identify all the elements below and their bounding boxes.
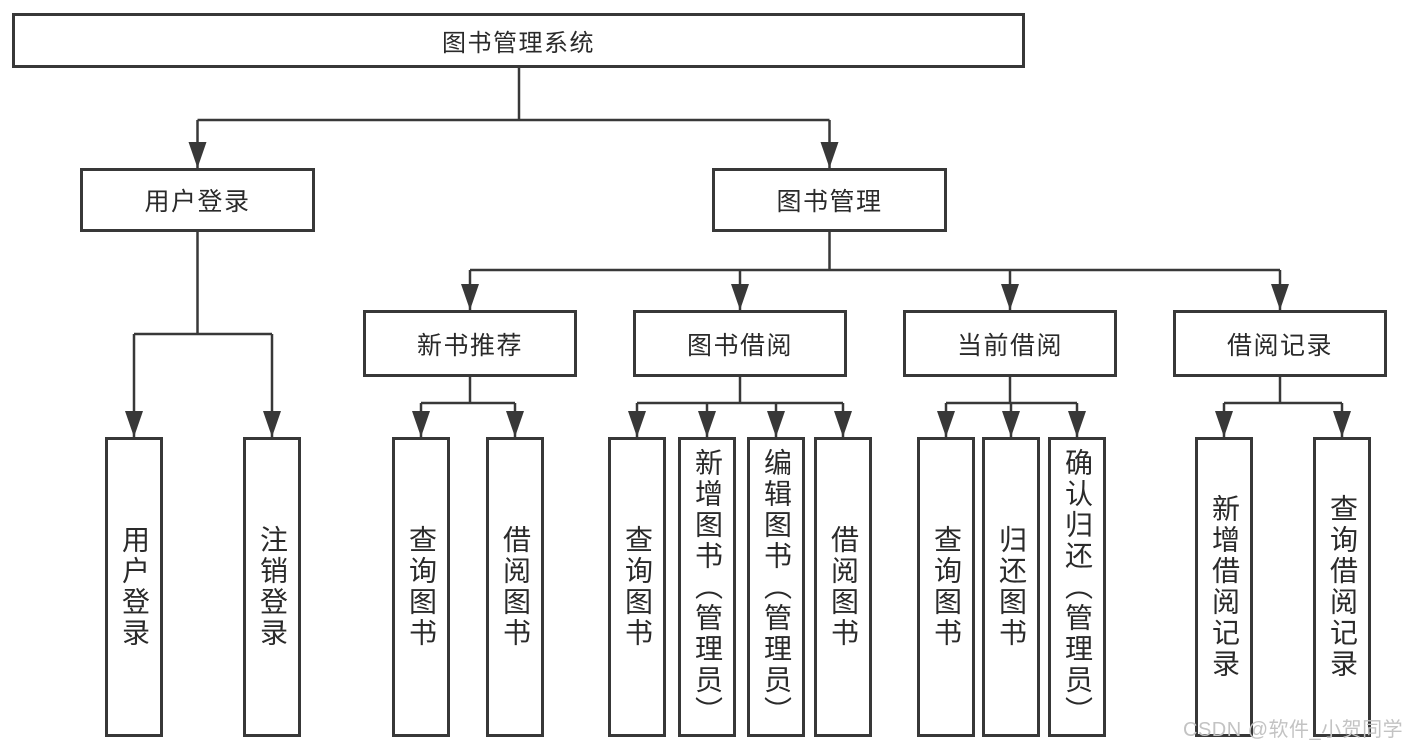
node-library-management-system: 图书管理系统 — [12, 13, 1025, 68]
leaf-label: 注销登录 — [257, 525, 288, 649]
leaf-label: 用户登录 — [119, 525, 150, 649]
node-label: 用户登录 — [144, 188, 251, 216]
csdn-watermark: CSDN @软件_小贺同学 — [1183, 719, 1404, 741]
node-label: 图书借阅 — [686, 331, 793, 360]
leaf-borrowing-edit-books-admin: 编辑图书（管理员） — [747, 437, 805, 737]
leaf-label: 编辑图书（管理员） — [761, 447, 792, 727]
leaf-label: 查询图书 — [406, 525, 437, 649]
leaf-label: 查询图书 — [622, 525, 653, 649]
node-book-borrowing: 图书借阅 — [633, 310, 847, 377]
leaf-current-query-books: 查询图书 — [917, 437, 975, 737]
node-borrowing-records: 借阅记录 — [1173, 310, 1387, 377]
node-current-borrowing: 当前借阅 — [903, 310, 1117, 377]
leaf-label: 查询借阅记录 — [1327, 494, 1358, 680]
leaf-current-return-books: 归还图书 — [982, 437, 1040, 737]
leaf-user-login: 用户登录 — [105, 437, 163, 737]
leaf-borrowing-borrow-books: 借阅图书 — [814, 437, 872, 737]
leaf-current-confirm-return-admin: 确认归还（管理员） — [1048, 437, 1106, 737]
leaf-label: 归还图书 — [996, 525, 1027, 649]
leaf-recommend-borrow-books: 借阅图书 — [486, 437, 544, 737]
leaf-label: 借阅图书 — [500, 525, 531, 649]
node-new-book-recommendation: 新书推荐 — [363, 310, 577, 377]
leaf-label: 查询图书 — [931, 525, 962, 649]
node-label: 当前借阅 — [956, 331, 1063, 360]
leaf-logout: 注销登录 — [243, 437, 301, 737]
node-label: 图书管理系统 — [442, 30, 595, 57]
leaf-label: 确认归还（管理员） — [1062, 447, 1093, 727]
node-label: 借阅记录 — [1226, 331, 1333, 360]
leaf-label: 新增借阅记录 — [1209, 494, 1240, 680]
leaf-records-add-borrow-record: 新增借阅记录 — [1195, 437, 1253, 737]
leaf-borrowing-query-books: 查询图书 — [608, 437, 666, 737]
leaf-label: 借阅图书 — [828, 525, 859, 649]
node-label: 图书管理 — [776, 188, 883, 216]
node-book-management: 图书管理 — [712, 168, 947, 232]
leaf-borrowing-add-books-admin: 新增图书（管理员） — [678, 437, 736, 737]
leaf-label: 新增图书（管理员） — [692, 447, 723, 727]
node-label: 新书推荐 — [416, 331, 523, 360]
node-user-login: 用户登录 — [80, 168, 315, 232]
leaf-recommend-query-books: 查询图书 — [392, 437, 450, 737]
leaf-records-query-borrow-record: 查询借阅记录 — [1313, 437, 1371, 737]
